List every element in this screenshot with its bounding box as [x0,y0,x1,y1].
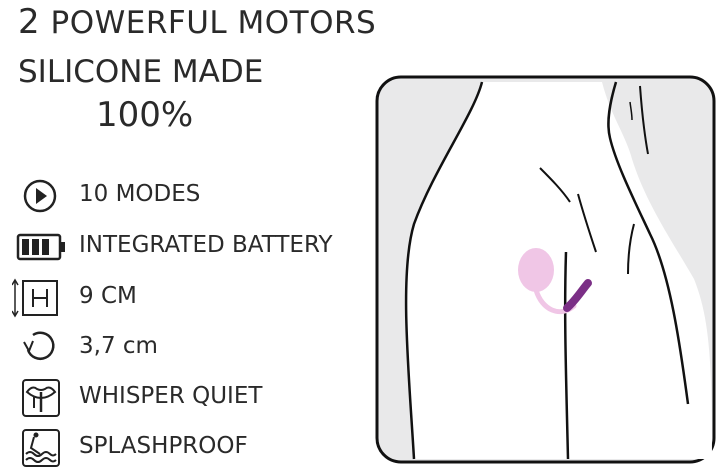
device-tail [563,279,592,312]
feature-quiet: WHISPER QUIET [6,378,366,418]
feature-modes: 10 MODES [6,176,366,216]
material-line-1: SILICONE MADE [18,54,264,90]
usage-illustration [375,75,716,464]
headline-text: POWERFUL MOTORS [50,5,377,41]
feature-splashproof: SPLASHPROOF [6,428,366,468]
play-circle-icon [23,179,57,213]
feature-label-splashproof: SPLASHPROOF [79,433,248,459]
height-icon [12,278,58,318]
feature-label-diameter: 3,7 cm [79,333,158,359]
headline-motors: 2 POWERFUL MOTORS [18,2,376,42]
whisper-lips-icon [22,379,60,417]
feature-label-modes: 10 MODES [79,181,201,207]
feature-label-height: 9 CM [79,283,137,309]
battery-icon [16,233,65,261]
feature-battery: INTEGRATED BATTERY [6,227,366,267]
feature-label-battery: INTEGRATED BATTERY [79,232,333,258]
feature-diameter: 3,7 cm [6,328,366,368]
motor-count: 2 [18,2,41,42]
diameter-rotate-icon [23,331,55,360]
water-splash-icon [22,429,60,467]
device-egg [518,248,554,292]
device-illustration [518,248,592,314]
feature-label-quiet: WHISPER QUIET [79,383,263,409]
material-line-2: 100% [96,95,194,135]
feature-height: 9 CM [6,278,366,318]
body-silhouette [406,82,712,459]
